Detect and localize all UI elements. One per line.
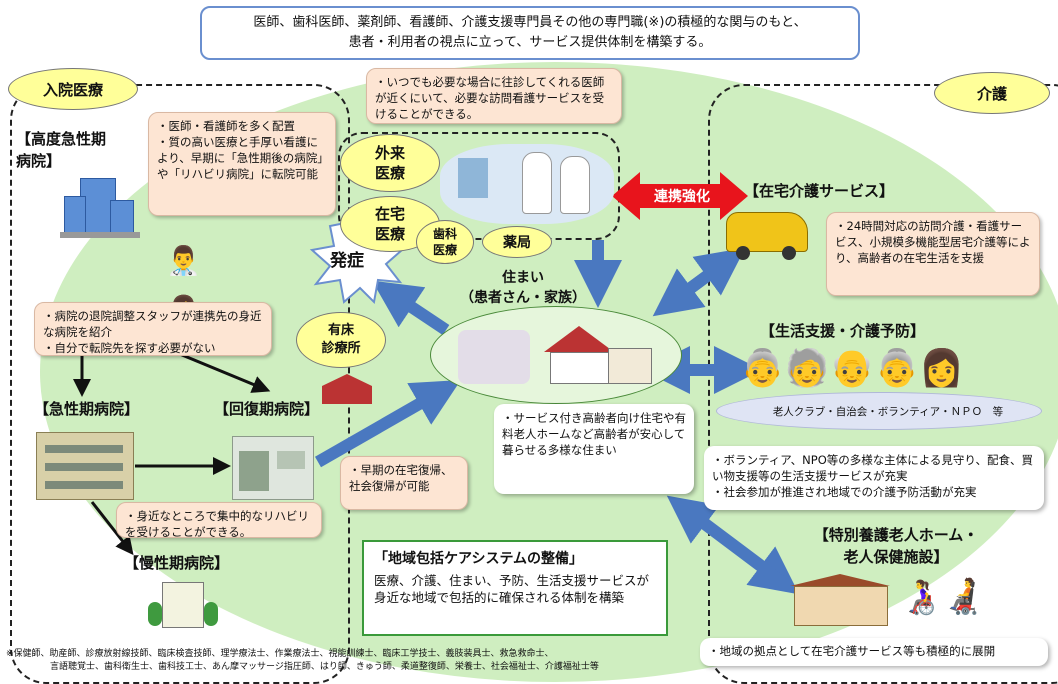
arrow-to-recovery <box>169 348 271 393</box>
chronic-hospital-building-icon <box>148 582 218 632</box>
arrow-home-facility-b <box>666 495 786 587</box>
system-title: 「地域包括ケアシステムの整備」 <box>374 551 584 567</box>
rehab-bubble: ・身近なところで集中的なリハビリを受けることができる。 <box>116 502 322 539</box>
link-arrow <box>612 172 748 220</box>
wheelchair-icon: 👩‍🦽🧑‍🦼 <box>900 577 985 617</box>
housing-bubble: ・サービス付き高齢者向け住宅や有料老人ホームなど高齢者が安心して暮らせる多様な住… <box>494 404 694 494</box>
groups-label: 老人クラブ・自治会・ボランティア・ＮＰＯ 等 <box>772 406 1004 418</box>
house-icon <box>544 326 652 384</box>
home-care-label: 【在宅介護サービス】 <box>744 182 895 200</box>
elderly-group-icon: 👵🧓👴👵👩 <box>740 348 965 389</box>
discharge-bubble: ・病院の退院調整スタッフが連携先の身近な病院を紹介 ・自分で転院先を探す必要がな… <box>34 302 272 356</box>
early-return-bubble: ・早期の在宅復帰、社会復帰が可能 <box>340 456 468 510</box>
life-support-label: 【生活支援・介護予防】 <box>760 322 926 340</box>
header-banner: 医師、歯科医師、薬剤師、看護師、介護支援専門員その他の専門職(※)の積極的な関与… <box>200 6 860 60</box>
pharmacy-oval: 薬局 <box>482 226 552 258</box>
facility-bubble: ・地域の拠点として在宅介護サービス等も積極的に展開 <box>700 638 1048 666</box>
facility-building-icon <box>790 574 900 626</box>
onset-label: 発症 <box>330 251 364 271</box>
advanced-acute-hospital-label: 【高度急性期 病院】 <box>16 130 107 170</box>
groups-oval <box>716 392 1042 430</box>
chronic-hospital-label: 【慢性期病院】 <box>124 554 230 572</box>
footnote-line-1: ※保健師、助産師、診療放射線技師、臨床検査技師、理学療法士、作業療法士、視能訓練… <box>6 649 554 659</box>
header-line-2: 患者・利用者の視点に立って、サービス提供体制を構築する。 <box>348 35 712 50</box>
system-body: 医療、介護、住まい、予防、生活支援サービスが身近な地域で包括的に確保される体制を… <box>374 573 650 605</box>
medical-services-region <box>338 132 620 240</box>
acute-hospital-building-icon <box>36 432 134 500</box>
hospital-building-icon <box>60 178 140 240</box>
footnote-line-2: 言語聴覚士、歯科衛生士、歯科技工士、あん摩マッサージ指圧師、はり師、きゅう師、柔… <box>50 662 599 672</box>
arrow-recovery-home <box>315 380 461 468</box>
clinic-oval: 有床 診療所 <box>296 312 386 368</box>
doctor-nurse-icon: 👨‍⚕️👩‍⚕️ <box>166 244 201 327</box>
arrow-home-onset <box>372 280 450 335</box>
facility-label: 【特別養護老人ホーム・ 老人保健施設】 <box>813 526 979 566</box>
header-line-1: 医師、歯科医師、薬剤師、看護師、介護支援専門員その他の専門職(※)の積極的な関与… <box>253 15 807 30</box>
medical-staff-icon <box>440 144 614 224</box>
nursing-care-title: 介護 <box>934 72 1050 114</box>
recovery-hospital-label: 【回復期病院】 <box>214 400 320 418</box>
home-title: 住まい （患者さん・家族） <box>460 270 586 306</box>
link-label: 連携強化 <box>654 189 710 205</box>
recovery-hospital-building-icon <box>232 436 314 500</box>
hospital-care-title: 入院医療 <box>8 68 138 110</box>
arrow-to-chronic <box>90 501 134 556</box>
home-visit-bubble: ・いつでも必要な場合に往診してくれる医師が近くにいて、必要な訪問看護サービスを受… <box>366 68 622 124</box>
home-care-bubble: ・24時間対応の訪問介護・看護サービス、小規模多機能型居宅介護等により、高齢者の… <box>826 212 1040 296</box>
family-icon <box>458 330 530 384</box>
acute-hospital-label: 【急性期病院】 <box>34 400 140 418</box>
dental-oval: 歯科 医療 <box>416 220 474 264</box>
life-support-bubble: ・ボランティア、NPO等の多様な主体による見守り、配食、買い物支援等の生活支援サ… <box>704 446 1044 510</box>
arrow-home-care-b <box>652 251 738 317</box>
outpatient-oval: 外来 医療 <box>340 134 440 192</box>
system-box: 「地域包括ケアシステムの整備」 医療、介護、住まい、予防、生活支援サービスが身近… <box>362 540 668 636</box>
staffing-bubble: ・医師・看護師を多く配置 ・質の高い医療と手厚い看護により、早期に「急性期後の病… <box>148 112 336 216</box>
care-van-icon <box>726 204 814 260</box>
